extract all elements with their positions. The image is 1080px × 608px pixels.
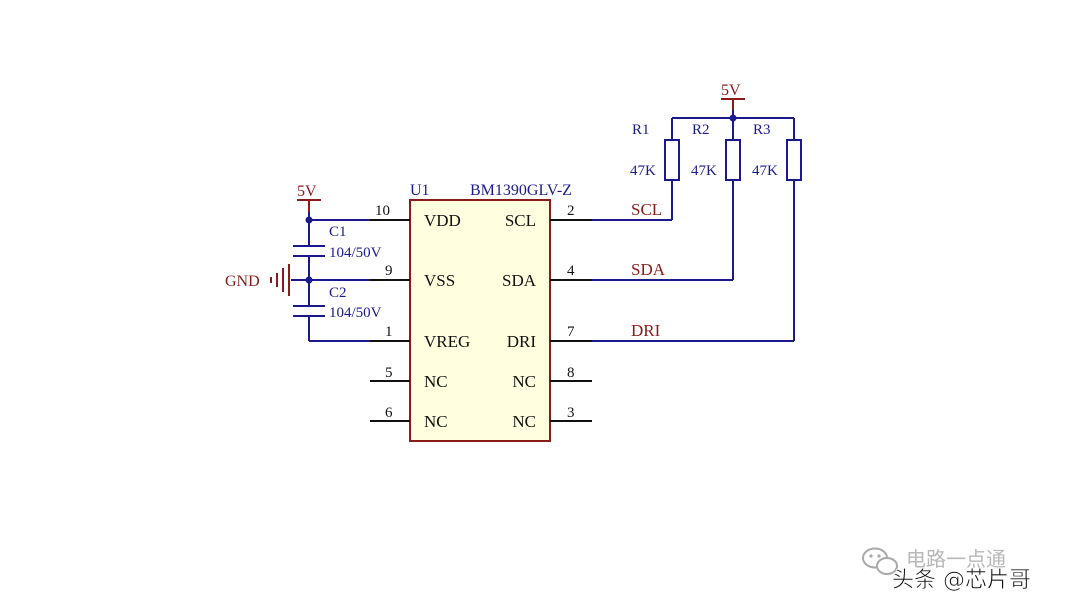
- ic-designator: U1: [410, 182, 430, 199]
- wechat-icon: [862, 547, 898, 575]
- r1-body: [664, 139, 680, 181]
- pin-name: NC: [512, 412, 536, 431]
- junction-dot: [305, 216, 313, 224]
- c2-ref: C2: [329, 285, 347, 301]
- pin-number: 9: [385, 263, 393, 279]
- pin-name: VDD: [424, 211, 461, 230]
- gnd-label: GND: [225, 273, 260, 290]
- pin-number: 10: [375, 203, 390, 219]
- r2-body: [725, 139, 741, 181]
- pin-number: 7: [567, 324, 575, 340]
- pin-number: 5: [385, 365, 393, 381]
- pin-name: VSS: [424, 271, 455, 290]
- r3-body: [786, 139, 802, 181]
- c1-ref: C1: [329, 224, 347, 240]
- pin-number: 3: [567, 405, 575, 421]
- r3-value: 47K: [752, 163, 778, 179]
- r2-value: 47K: [691, 163, 717, 179]
- net-label-scl: SCL: [631, 200, 662, 219]
- r2-ref: R2: [692, 122, 710, 138]
- watermark-toutiao: 头条 @芯片哥: [892, 568, 1031, 593]
- pin-name: NC: [512, 372, 536, 391]
- pin-name: VREG: [424, 332, 470, 351]
- ic-body: [409, 199, 551, 442]
- pin-number: 6: [385, 405, 393, 421]
- c1-value: 104/50V: [329, 245, 382, 261]
- r1-ref: R1: [632, 122, 650, 138]
- pin-name: SDA: [502, 271, 537, 290]
- junction-dot: [305, 276, 313, 284]
- watermark-wechat-name: 电路一点通: [906, 547, 1006, 571]
- ic-part-number: BM1390GLV-Z: [470, 182, 572, 199]
- pin-name: NC: [424, 412, 448, 431]
- pin-name: DRI: [507, 332, 537, 351]
- r3-ref: R3: [753, 122, 771, 138]
- net-label-sda: SDA: [631, 260, 666, 279]
- net-label-dri: DRI: [631, 321, 661, 340]
- pin-number: 8: [567, 365, 575, 381]
- pin-number: 1: [385, 324, 393, 340]
- power-label-5v-top: 5V: [721, 82, 741, 99]
- pin-name: NC: [424, 372, 448, 391]
- pin-number: 2: [567, 203, 575, 219]
- pin-name: SCL: [505, 211, 536, 230]
- power-label-5v-left: 5V: [297, 183, 317, 200]
- pin-number: 4: [567, 263, 575, 279]
- r1-value: 47K: [630, 163, 656, 179]
- c2-value: 104/50V: [329, 305, 382, 321]
